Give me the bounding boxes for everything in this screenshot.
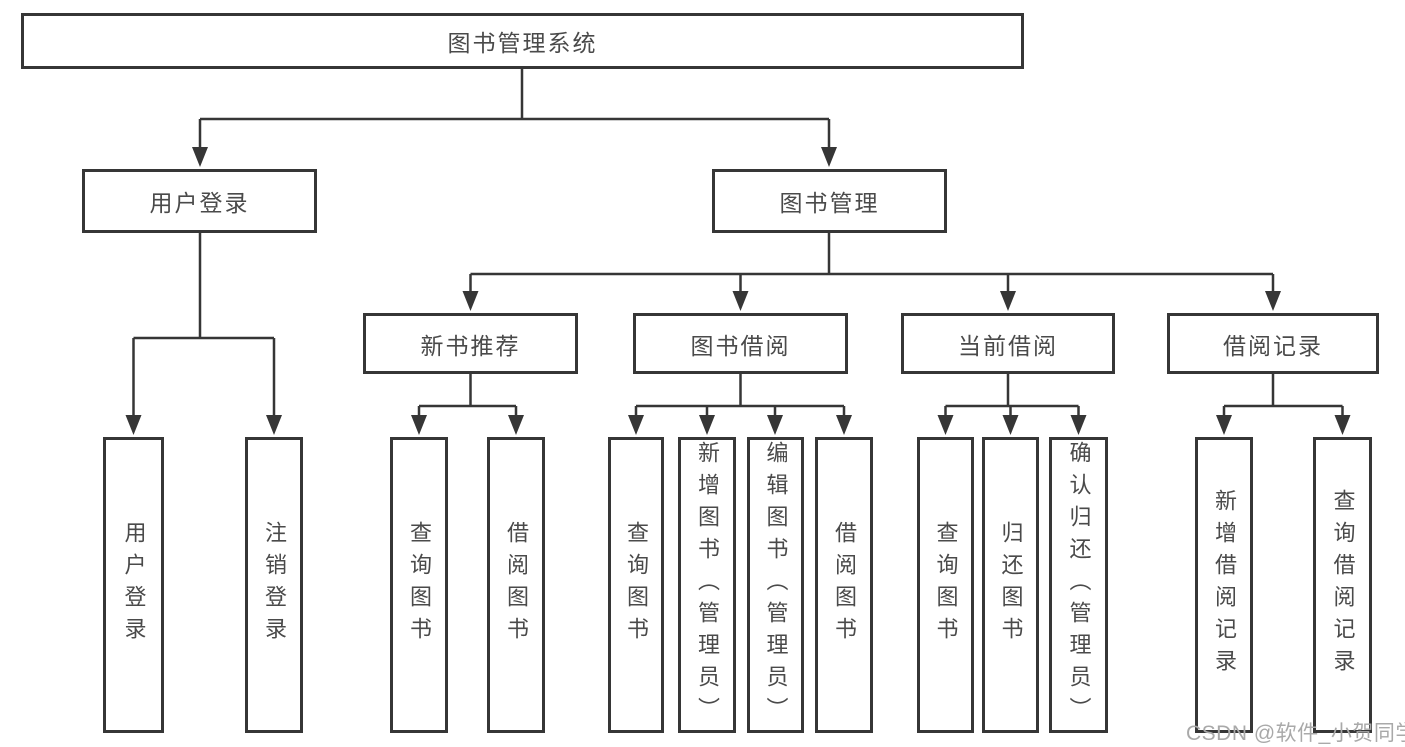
leaf-query-borrow-record-label: 查询借阅记录 (1330, 489, 1356, 681)
node-user-login-label: 用户登录 (149, 190, 250, 216)
leaf-borrow-books-1: 借阅图书 (487, 437, 545, 733)
node-borrow-records-label: 借阅记录 (1223, 332, 1323, 359)
leaf-user-login-label: 用户登录 (121, 521, 147, 649)
connector-currentborrow-to-leaves (937, 374, 1087, 435)
node-book-management: 图书管理 (712, 169, 947, 233)
node-current-borrow-label: 当前借阅 (958, 332, 1058, 359)
connector-userlogin-to-leaves (125, 233, 282, 435)
node-new-book-recommend-label: 新书推荐 (420, 332, 521, 359)
leaf-query-books-2: 查询图书 (608, 437, 664, 733)
csdn-watermark: CSDN @软件_小贺同学 (1186, 722, 1405, 745)
connector-root-to-level2 (192, 69, 837, 167)
leaf-edit-books-admin: 编辑图书（管理员） (747, 437, 804, 733)
node-borrow-records: 借阅记录 (1167, 313, 1379, 374)
leaf-borrow-books-2: 借阅图书 (815, 437, 873, 733)
leaf-query-books-2-label: 查询图书 (624, 521, 649, 649)
node-book-borrow-label: 图书借阅 (690, 332, 791, 359)
node-book-management-label: 图书管理 (779, 190, 880, 216)
connector-bookmgmt-to-level3 (462, 233, 1281, 311)
leaf-return-books: 归还图书 (982, 437, 1039, 733)
leaf-query-books-3: 查询图书 (917, 437, 974, 733)
leaf-logout-label: 注销登录 (262, 521, 287, 649)
node-root-system: 图书管理系统 (21, 13, 1024, 69)
leaf-query-books-1: 查询图书 (390, 437, 448, 733)
leaf-user-login: 用户登录 (103, 437, 164, 733)
leaf-query-books-1-label: 查询图书 (407, 521, 432, 649)
leaf-logout: 注销登录 (245, 437, 303, 733)
leaf-borrow-books-2-label: 借阅图书 (832, 521, 857, 649)
node-current-borrow: 当前借阅 (901, 313, 1115, 374)
node-user-login: 用户登录 (82, 169, 317, 233)
leaf-query-books-3-label: 查询图书 (933, 521, 959, 649)
leaf-borrow-books-1-label: 借阅图书 (504, 521, 529, 649)
connector-bookborrow-to-leaves (628, 374, 852, 435)
node-book-borrow: 图书借阅 (633, 313, 848, 374)
node-new-book-recommend: 新书推荐 (363, 313, 578, 374)
leaf-query-borrow-record: 查询借阅记录 (1313, 437, 1372, 733)
leaf-add-borrow-record-label: 新增借阅记录 (1212, 489, 1237, 681)
leaf-add-borrow-record: 新增借阅记录 (1195, 437, 1253, 733)
connector-borrowrecords-to-leaves (1216, 374, 1351, 435)
leaf-confirm-return-admin: 确认归还（管理员） (1049, 437, 1108, 733)
leaf-add-books-admin-label: 新增图书（管理员） (695, 441, 720, 729)
connector-newbookrec-to-leaves (411, 374, 524, 435)
leaf-edit-books-admin-label: 编辑图书（管理员） (763, 441, 789, 729)
leaf-return-books-label: 归还图书 (998, 521, 1024, 649)
leaf-add-books-admin: 新增图书（管理员） (678, 437, 736, 733)
leaf-confirm-return-admin-label: 确认归还（管理员） (1066, 441, 1092, 729)
node-root-label: 图书管理系统 (447, 30, 598, 56)
